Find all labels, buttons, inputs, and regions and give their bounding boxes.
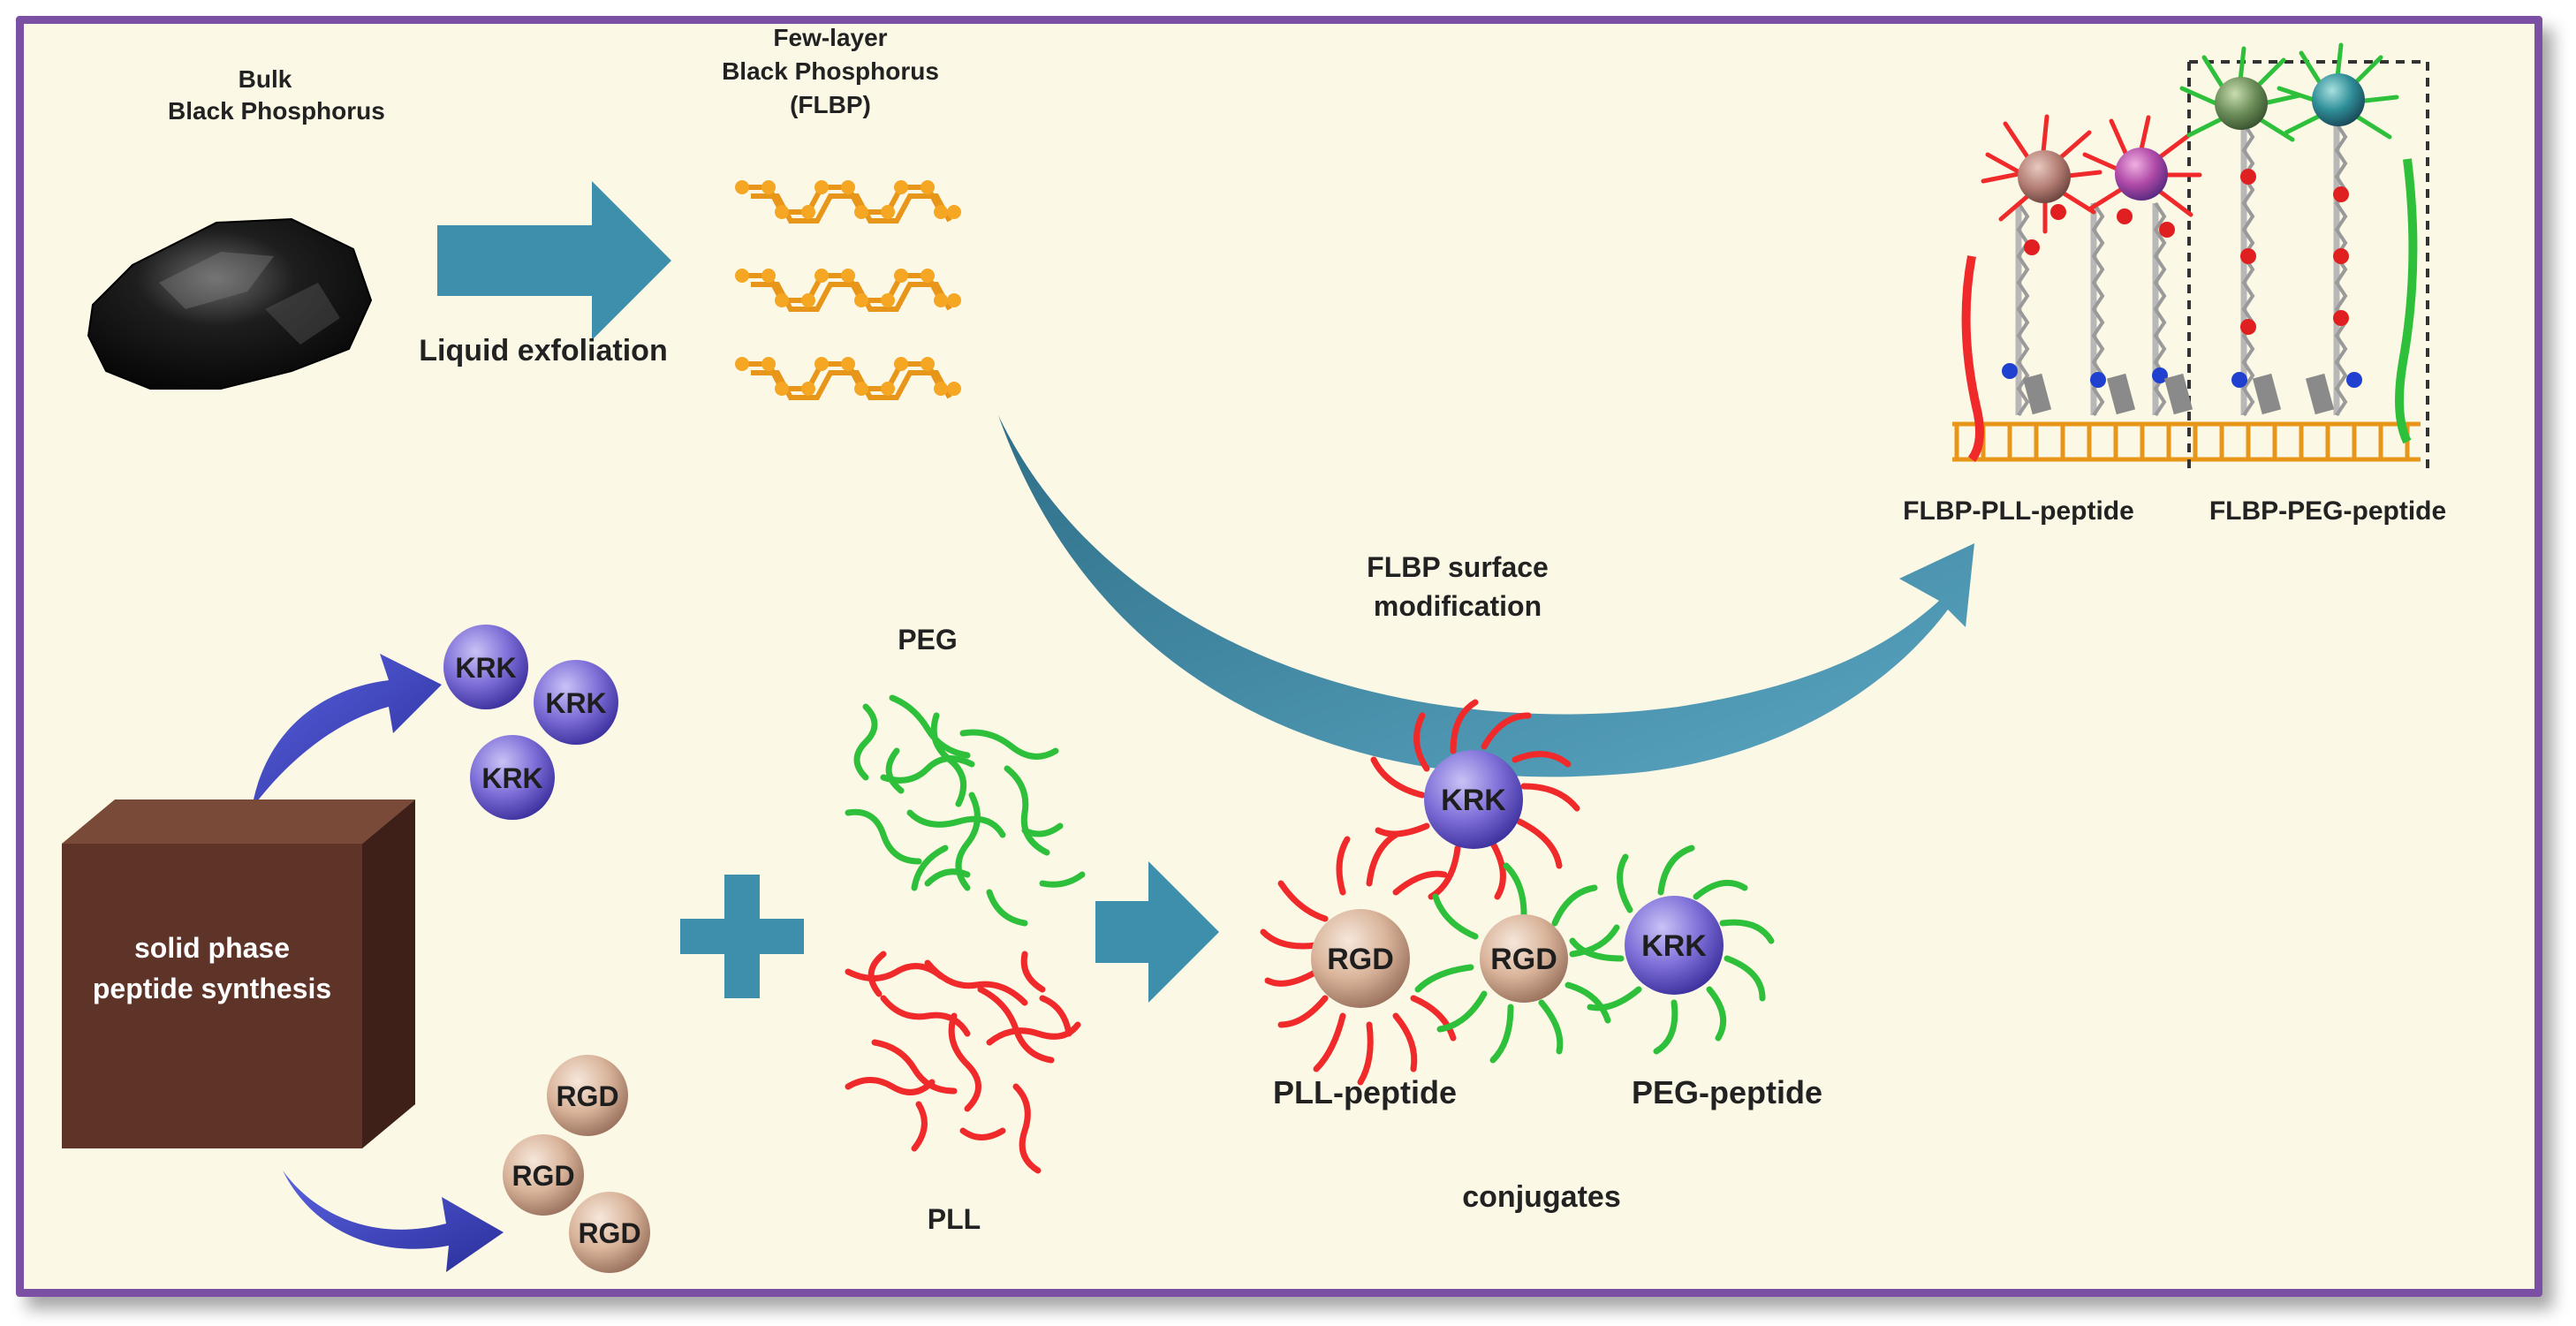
liquid-exfoliation-arrow — [437, 181, 671, 340]
peg-chains — [845, 694, 1086, 927]
peg-label: PEG — [898, 624, 958, 655]
spps-label-line1: solid phase — [133, 932, 291, 964]
bulk-black-phosphorus-crystal — [87, 217, 373, 390]
flbp-pll-peptide-label: FLBP-PLL-peptide — [1903, 496, 2134, 526]
bulk-bp-title-line1: Bulk — [238, 65, 292, 93]
flbp-surface-lattice — [1952, 421, 2421, 462]
surface-modification-line2: modification — [1373, 590, 1542, 622]
flbp-title-line2: Black Phosphorus — [722, 57, 939, 85]
flbp-title-line3: (FLBP) — [790, 91, 871, 118]
surface-peptide-balls — [2018, 73, 2365, 203]
rgd-label: RGD — [556, 1080, 618, 1112]
krk-label: KRK — [455, 652, 516, 684]
krk-label: KRK — [1441, 784, 1506, 817]
conjugate-beads: RGD KRK RGD KRK — [1311, 750, 1724, 1008]
spps-label-line2: peptide synthesis — [92, 973, 332, 1004]
spps-label: solid phase peptide synthesis — [62, 928, 362, 1009]
rgd-label: RGD — [511, 1160, 574, 1192]
rgd-label: RGD — [1327, 943, 1394, 976]
conjugate-chains-red — [1260, 699, 1580, 1086]
krk-label: KRK — [545, 687, 606, 719]
peg-length-marker — [2395, 158, 2418, 444]
pll-chains — [845, 951, 1081, 1174]
flbp-title: Few-layer Black Phosphorus (FLBP) — [698, 21, 963, 122]
krk-beads: KRK KRK KRK — [443, 625, 618, 820]
conjugates-label: conjugates — [1462, 1180, 1621, 1214]
liquid-exfoliation-label: Liquid exfoliation — [419, 334, 668, 367]
rgd-label: RGD — [1490, 943, 1557, 976]
krk-label: KRK — [481, 762, 542, 794]
spps-cube — [62, 799, 415, 1148]
pll-length-marker — [1961, 255, 1984, 462]
arrow-to-krk — [252, 654, 442, 808]
arrow-to-rgd — [283, 1171, 504, 1272]
surface-modification-line1: FLBP surface — [1367, 551, 1549, 583]
conjugation-arrow — [1095, 861, 1219, 1003]
flbp-title-line1: Few-layer — [773, 24, 888, 51]
rgd-label: RGD — [578, 1217, 640, 1249]
krk-label: KRK — [1641, 929, 1707, 963]
pll-label: PLL — [927, 1203, 981, 1235]
rgd-beads: RGD RGD RGD — [503, 1055, 650, 1273]
flbp-atoms — [735, 180, 961, 396]
flbp-peg-peptide-label: FLBP-PEG-peptide — [2209, 496, 2447, 526]
pll-peptide-label: PLL-peptide — [1273, 1074, 1457, 1110]
bulk-bp-title-line2: Black Phosphorus — [168, 97, 385, 125]
surface-modification-label: FLBP surface modification — [1307, 548, 1608, 625]
conjugate-chains-green — [1414, 845, 1775, 1064]
peg-peptide-label: PEG-peptide — [1631, 1074, 1823, 1110]
figure-frame — [16, 16, 2542, 1297]
plus-sign — [680, 875, 804, 998]
linker-atoms — [2002, 169, 2362, 415]
bulk-bp-title: Bulk Black Phosphorus — [168, 64, 385, 127]
surface-modification-arrow — [998, 415, 1974, 777]
